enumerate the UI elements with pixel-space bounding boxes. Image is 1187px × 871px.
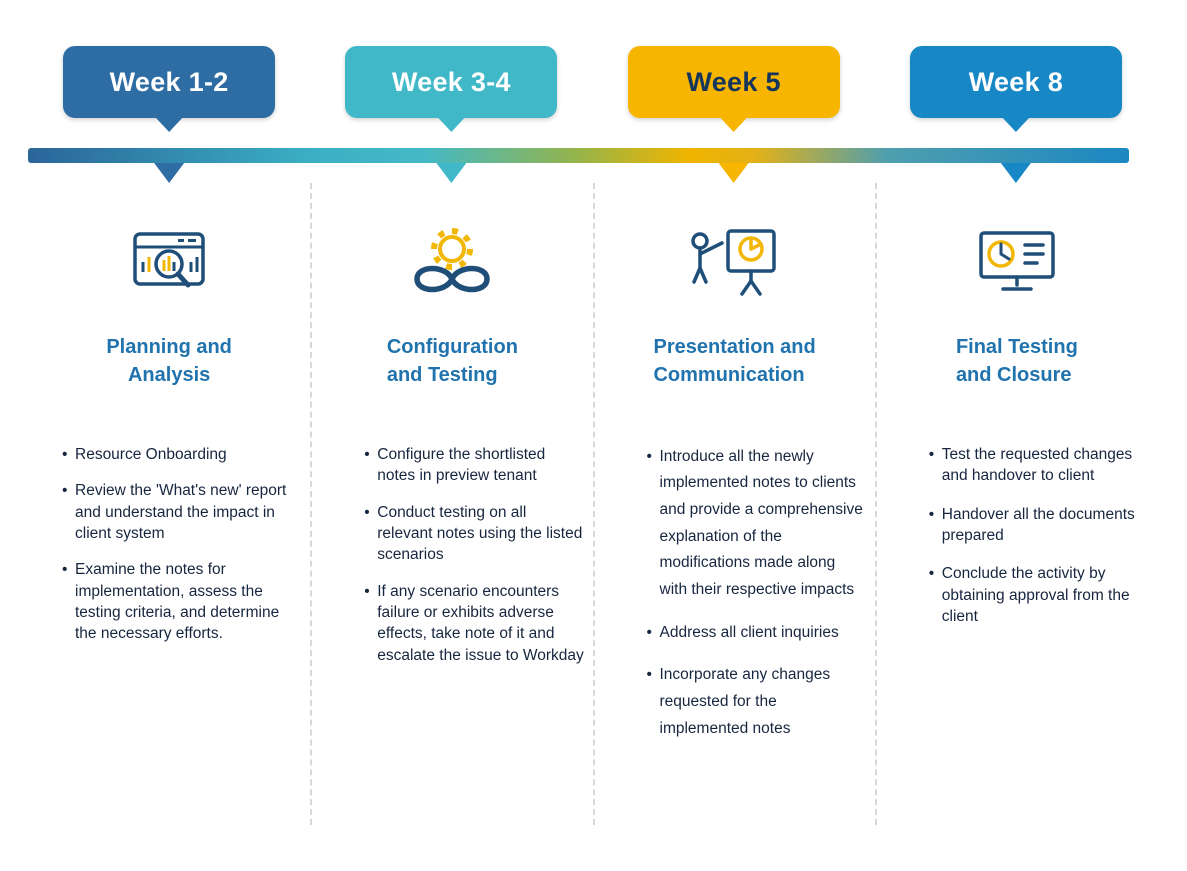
phase-title-line: Analysis xyxy=(127,364,211,387)
phase-title-line: and Closure xyxy=(955,364,1072,387)
phase-title-line: Presentation and xyxy=(653,336,816,358)
week-badge-3: Week 5 xyxy=(627,46,840,132)
badge-tail xyxy=(437,117,466,132)
bullet-item: Address all client inquiries xyxy=(647,620,867,647)
timeline-bar xyxy=(28,148,1129,163)
timeline-infographic: Week 1-2 Week 3-4 Week 5 Week 8 xyxy=(0,46,1187,871)
phase-title-line: Planning and xyxy=(106,336,232,358)
bullet-item: Examine the notes for implementation, as… xyxy=(62,559,302,645)
phase-title: Planning and Analysis xyxy=(28,333,310,390)
week-badge-label: Week 3-4 xyxy=(391,66,511,97)
phase-title-line: Final Testing xyxy=(955,336,1078,358)
phase-title: Presentation and Communication xyxy=(595,333,875,390)
phase-title-line: and Testing xyxy=(386,364,498,387)
bullet-item: Incorporate any changes requested for th… xyxy=(647,662,867,742)
presenter-whiteboard-pie-icon xyxy=(595,221,875,309)
window-magnifier-chart-icon xyxy=(28,221,310,309)
timeline-marker-3 xyxy=(718,163,749,183)
monitor-clock-list-icon xyxy=(877,221,1157,309)
bullet-item: Configure the shortlisted notes in previ… xyxy=(364,444,584,487)
week-badge-label: Week 5 xyxy=(686,66,781,97)
timeline-marker-4 xyxy=(1000,163,1031,183)
bullet-item: Handover all the documents prepared xyxy=(929,504,1149,547)
bullet-item: Resource Onboarding xyxy=(62,444,302,466)
phase-column-presentation: Presentation and Communication Introduce… xyxy=(592,183,875,825)
bullet-item: Introduce all the newly implemented note… xyxy=(647,444,867,604)
phase-bullet-list: Resource Onboarding Review the 'What's n… xyxy=(28,444,310,645)
timeline-marker-1 xyxy=(154,163,185,183)
badge-tail xyxy=(1001,117,1030,132)
phase-bullet-list: Test the requested changes and handover … xyxy=(877,444,1157,628)
week-badge-4: Week 8 xyxy=(909,46,1122,132)
week-badge-1: Week 1-2 xyxy=(63,46,276,132)
phase-bullet-list: Introduce all the newly implemented note… xyxy=(595,444,875,743)
gear-infinity-icon xyxy=(312,221,592,309)
badge-tail xyxy=(155,117,184,132)
week-badge-label: Week 8 xyxy=(968,66,1064,97)
bullet-item: Test the requested changes and handover … xyxy=(929,444,1149,487)
week-badges-row: Week 1-2 Week 3-4 Week 5 Week 8 xyxy=(0,46,1187,132)
phase-column-closure: Final Testing and Closure Test the reque… xyxy=(874,183,1157,825)
bullet-item: If any scenario encounters failure or ex… xyxy=(364,581,584,667)
phase-title: Final Testing and Closure xyxy=(877,333,1157,390)
week-badge-label: Week 1-2 xyxy=(109,66,229,97)
week-badge-2: Week 3-4 xyxy=(345,46,558,132)
timeline-markers-row xyxy=(0,163,1187,183)
phase-title-line: Configuration xyxy=(386,336,518,358)
phase-bullet-list: Configure the shortlisted notes in previ… xyxy=(312,444,592,666)
phase-column-planning: Planning and Analysis Resource Onboardin… xyxy=(28,183,310,825)
phase-column-configuration: Configuration and Testing Configure the … xyxy=(310,183,592,825)
bullet-item: Conduct testing on all relevant notes us… xyxy=(364,502,584,566)
phase-title: Configuration and Testing xyxy=(312,333,592,390)
phases-row: Planning and Analysis Resource Onboardin… xyxy=(0,183,1187,825)
badge-tail xyxy=(719,117,748,132)
phase-title-line: Communication xyxy=(653,364,805,387)
bullet-item: Conclude the activity by obtaining appro… xyxy=(929,563,1149,627)
timeline-marker-2 xyxy=(436,163,467,183)
bullet-item: Review the 'What's new' report and under… xyxy=(62,480,302,544)
